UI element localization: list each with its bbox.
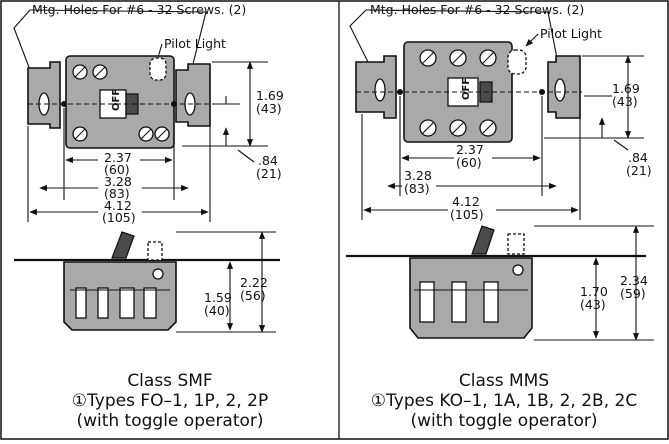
smf-dim-w1-in: 2.37 <box>104 150 132 165</box>
mms-side-view <box>346 225 646 339</box>
smf-pilot-callout: Pilot Light <box>164 36 226 51</box>
mms-caption-types: ①Types KO–1, 1A, 1B, 2, 2B, 2C <box>371 391 637 411</box>
mms-right-hole <box>554 78 566 102</box>
smf-top-view: OFF <box>27 55 212 149</box>
smf-toggle <box>111 231 135 259</box>
smf-holes-callout: Mtg. Holes For #6 - 32 Screws. (2) <box>32 2 246 17</box>
mms-pilot-light <box>507 49 527 75</box>
mms-dim-h2-mm: (21) <box>626 163 652 178</box>
smf-dim-w2-mm: (83) <box>104 186 130 201</box>
smf-dim-h2-mm: (21) <box>256 166 282 181</box>
smf-dim-h2-in: .84 <box>258 153 278 168</box>
smf-dim-h1-mm: (43) <box>256 101 282 116</box>
mms-dim-w1-mm: (60) <box>456 155 482 170</box>
mms-drawing: Mtg. Holes For #6 - 32 Screws. (2) Pilot… <box>346 2 654 431</box>
mms-dim-w2-mm: (83) <box>404 181 430 196</box>
smf-dim-v2-in: 1.59 <box>204 290 232 305</box>
mms-dim-h2-in: .84 <box>628 150 648 165</box>
mms-dim-v2-in: 1.70 <box>580 284 608 299</box>
smf-dim-v1-in: 2.22 <box>240 275 268 290</box>
mms-off-label: OFF <box>461 78 472 100</box>
mms-dim-w3-mm: (105) <box>450 207 484 222</box>
mms-side-body <box>409 257 533 339</box>
smf-drawing: Mtg. Holes For #6 - 32 Screws. (2) Pilot… <box>13 2 284 431</box>
smf-caption-operator: (with toggle operator) <box>76 411 263 431</box>
smf-dim-h1-in: 1.69 <box>256 88 284 103</box>
mms-dim-v2-mm: (43) <box>580 297 606 312</box>
smf-dim-v1-mm: (56) <box>240 288 266 303</box>
smf-caption-title: Class SMF <box>127 371 212 391</box>
mms-toggle <box>471 225 495 255</box>
mms-caption-title: Class MMS <box>459 371 549 391</box>
mms-holes-callout: Mtg. Holes For #6 - 32 Screws. (2) <box>370 2 584 17</box>
smf-dim-v2-mm: (40) <box>204 303 230 318</box>
mms-dim-v1-mm: (59) <box>620 286 646 301</box>
mms-dim-w1-in: 2.37 <box>456 142 484 157</box>
smf-dim-w2-in: 3.28 <box>104 174 132 189</box>
mms-top-view: OFF <box>355 41 582 143</box>
mms-dim-h1-in: 1.69 <box>612 81 640 96</box>
smf-dim-w3-mm: (105) <box>102 210 136 225</box>
mms-dim-h1-mm: (43) <box>612 94 638 109</box>
mms-pilot-callout: Pilot Light <box>540 26 602 41</box>
smf-pilot-light <box>149 57 167 81</box>
mms-pilot-leader <box>525 33 539 47</box>
mms-dim-w2-in: 3.28 <box>404 168 432 183</box>
mms-left-hole <box>374 78 386 102</box>
mms-dim-v1-in: 2.34 <box>620 273 648 288</box>
smf-side-view <box>14 231 280 331</box>
mms-caption-operator: (with toggle operator) <box>410 411 597 431</box>
smf-caption-types: ①Types FO–1, 1P, 2, 2P <box>72 391 268 411</box>
mms-dim-w3-in: 4.12 <box>452 194 480 209</box>
smf-dim-w1-mm: (60) <box>104 162 130 177</box>
smf-dim-w3-in: 4.12 <box>104 198 132 213</box>
smf-off-label: OFF <box>111 89 122 111</box>
